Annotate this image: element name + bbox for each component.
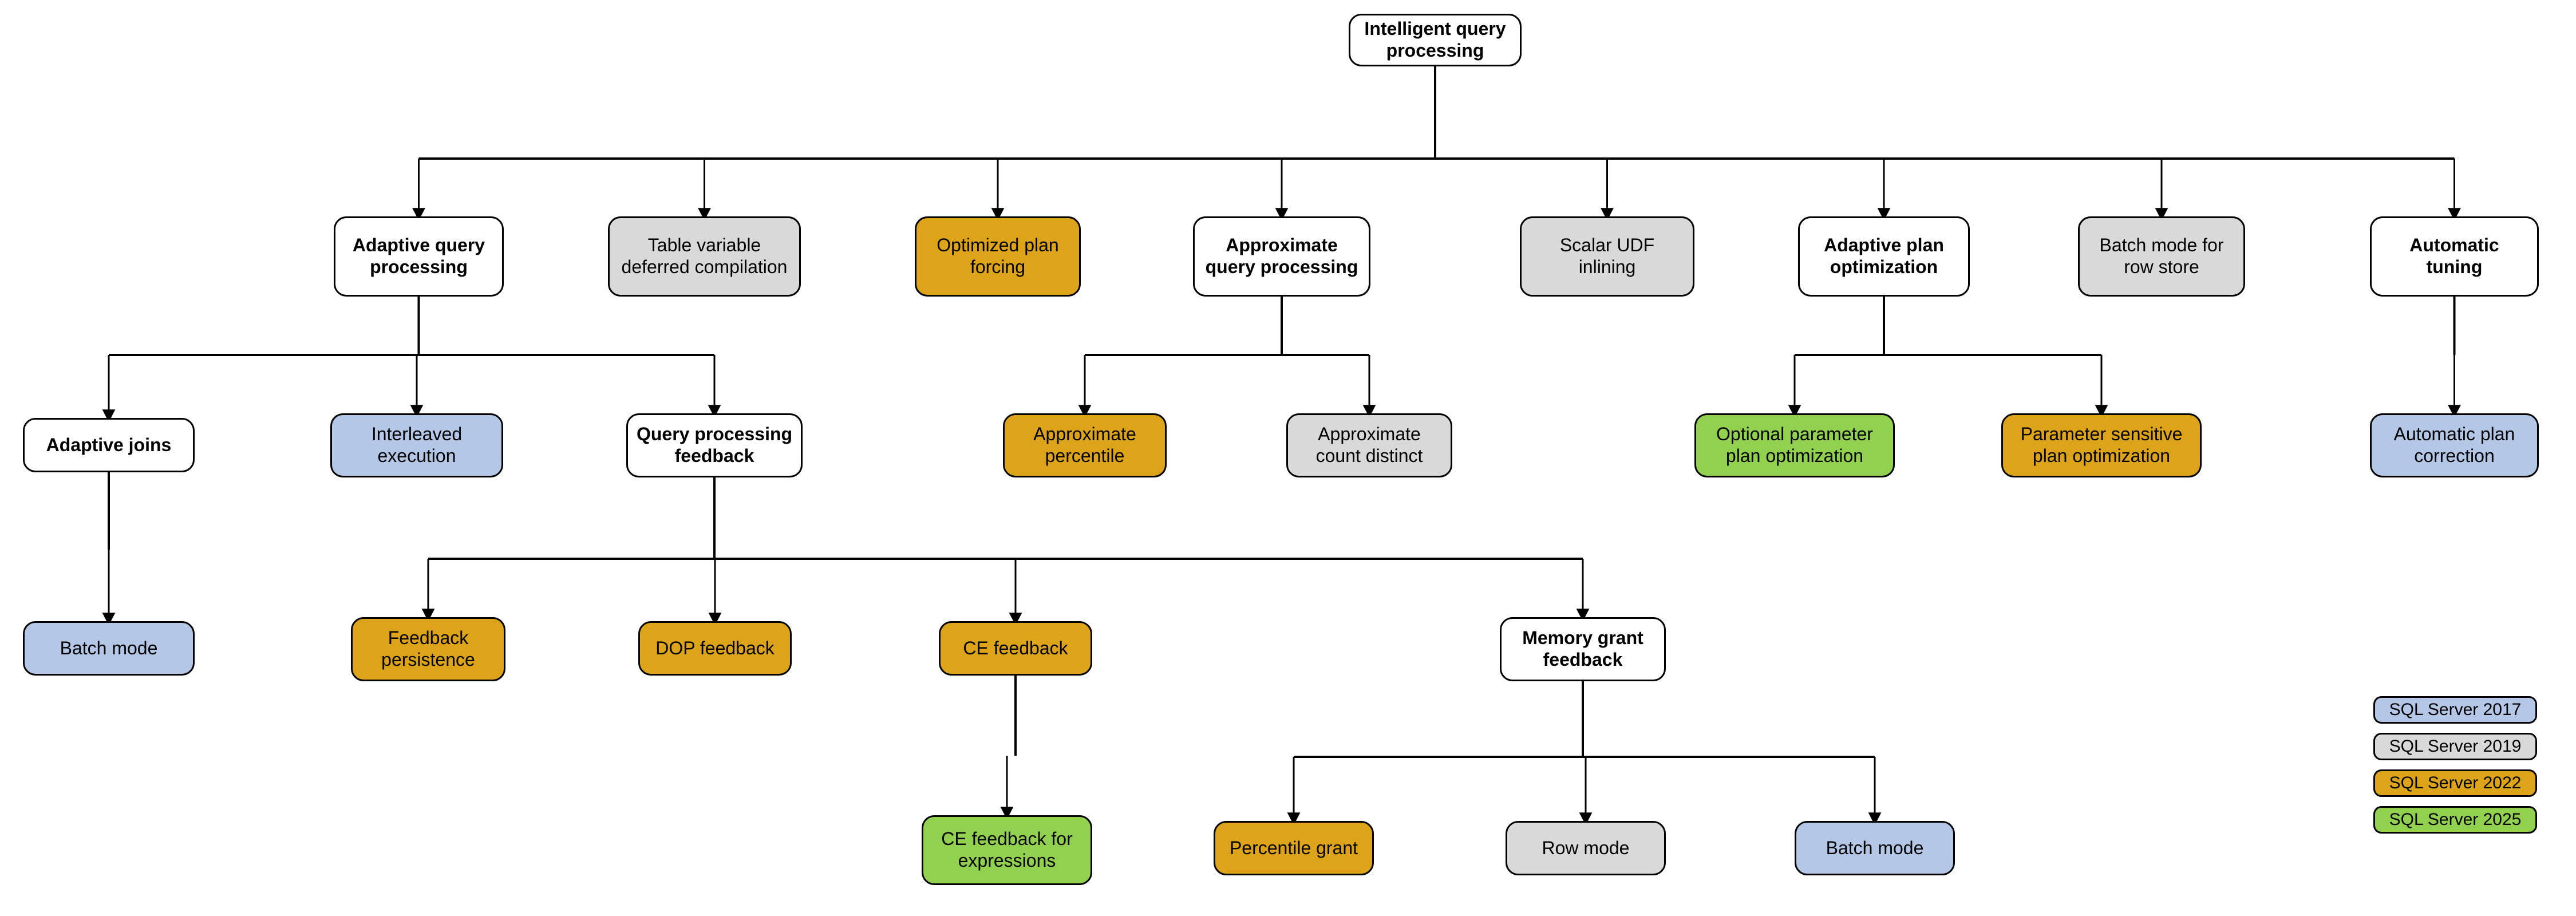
node-cefeedback[interactable]: CE feedback [939, 621, 1092, 676]
legend-item-sql-server-2025: SQL Server 2025 [2373, 806, 2537, 834]
node-label: CE feedback [963, 637, 1068, 658]
legend-item-sql-server-2022: SQL Server 2022 [2373, 769, 2537, 797]
node-label: DOP feedback [655, 637, 775, 658]
node-adaptivejoins[interactable]: Adaptive joins [23, 418, 195, 472]
legend-item-sql-server-2017: SQL Server 2017 [2373, 696, 2537, 724]
legend-item-sql-server-2019: SQL Server 2019 [2373, 733, 2537, 760]
node-label: Batch mode [1826, 837, 1924, 858]
node-percentilegrant[interactable]: Percentile grant [1214, 821, 1374, 875]
node-label: Batch mode [60, 637, 158, 658]
node-batchmode1[interactable]: Batch mode [23, 621, 195, 676]
node-label: Percentile grant [1229, 837, 1358, 858]
node-label: Row mode [1542, 837, 1630, 858]
node-dopfeedback[interactable]: DOP feedback [638, 621, 792, 676]
node-batchmode2[interactable]: Batch mode [1795, 821, 1955, 875]
node-rowmode[interactable]: Row mode [1506, 821, 1666, 875]
node-label: Adaptive joins [46, 434, 172, 455]
